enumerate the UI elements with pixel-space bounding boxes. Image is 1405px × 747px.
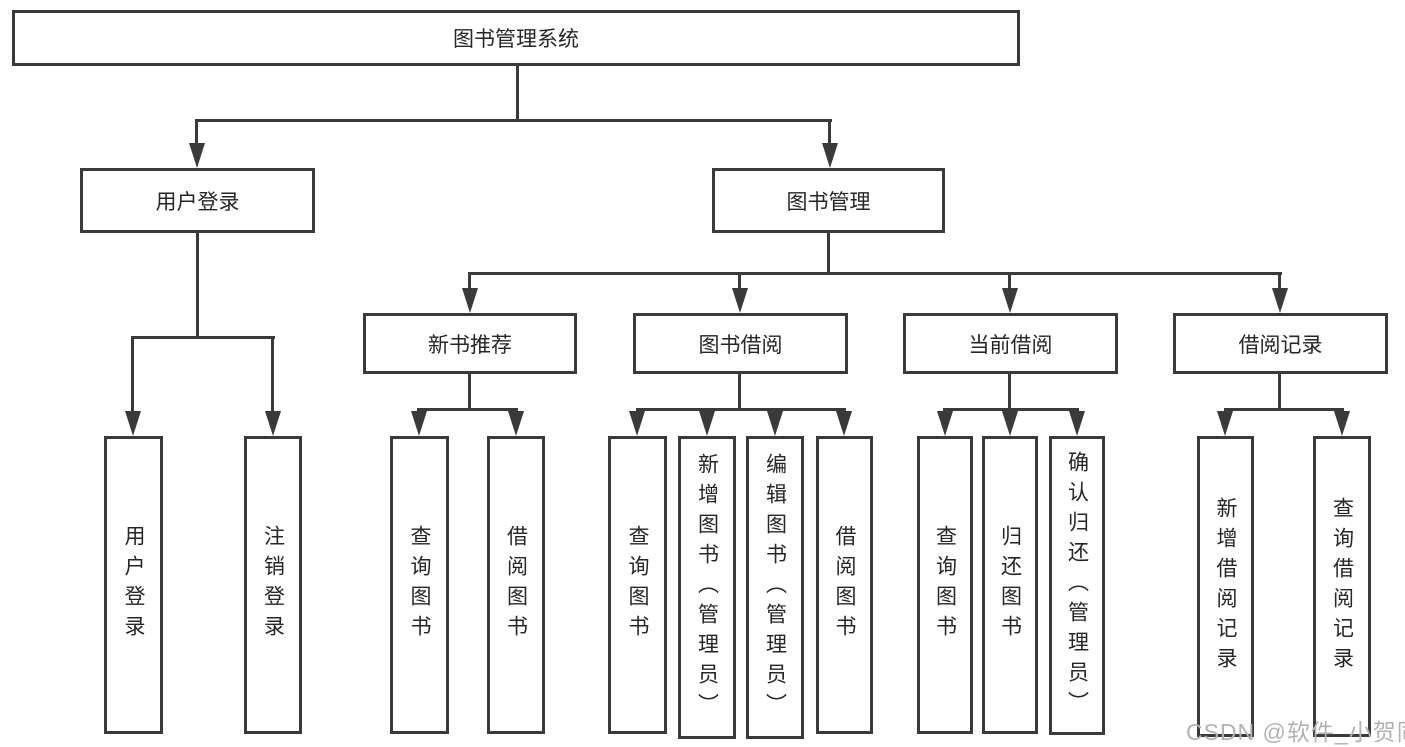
arrow-down-icon (189, 143, 205, 168)
connector-line (468, 272, 471, 290)
connector-line (468, 272, 1282, 275)
leaf-query-books-recommend: 查询图书 (390, 436, 449, 734)
node-book-borrowing-label: 图书借阅 (698, 333, 783, 357)
node-borrowing-records-label: 借阅记录 (1238, 333, 1323, 357)
node-current-borrowing: 当前借阅 (903, 313, 1118, 374)
connector-line (468, 374, 471, 410)
connector-line (1008, 272, 1011, 290)
arrow-down-icon (1002, 288, 1018, 313)
connector-line (1008, 374, 1011, 410)
node-user-login: 用户登录 (80, 168, 315, 233)
arrow-down-icon (629, 411, 645, 436)
arrow-down-icon (836, 411, 852, 436)
leaf-query-books-borrowing: 查询图书 (608, 436, 667, 734)
connector-line (1224, 408, 1344, 411)
leaf-confirm-return-admin: 确认归还（管理员） (1049, 436, 1105, 735)
connector-line (131, 336, 275, 339)
connector-line (195, 119, 198, 146)
arrow-down-icon (1217, 411, 1233, 436)
arrow-down-icon (265, 411, 281, 436)
node-book-management: 图书管理 (712, 168, 945, 233)
arrow-down-icon (822, 143, 838, 168)
connector-line (195, 119, 832, 122)
connector-line (196, 233, 199, 338)
leaf-query-books-current: 查询图书 (917, 436, 973, 734)
arrow-down-icon (1272, 288, 1288, 313)
arrow-down-icon (1002, 411, 1018, 436)
connector-line (828, 119, 831, 146)
arrow-down-icon (508, 411, 524, 436)
arrow-down-icon (937, 411, 953, 436)
node-book-management-label: 图书管理 (786, 190, 871, 214)
connector-line (1278, 374, 1281, 410)
arrow-down-icon (1069, 411, 1085, 436)
leaf-return-book: 归还图书 (982, 436, 1038, 734)
csdn-watermark: CSDN @软件_小贺同学 (1186, 719, 1405, 745)
arrow-down-icon (699, 411, 715, 436)
node-user-login-label: 用户登录 (155, 190, 240, 214)
node-root-label: 图书管理系统 (453, 28, 579, 51)
leaf-logout: 注销登录 (244, 436, 302, 734)
connector-line (738, 374, 741, 410)
connector-line (1278, 272, 1281, 290)
node-current-borrowing-label: 当前借阅 (968, 333, 1053, 357)
leaf-query-borrow-record: 查询借阅记录 (1313, 436, 1371, 737)
arrow-down-icon (411, 411, 427, 436)
leaf-add-borrow-record: 新增借阅记录 (1197, 436, 1254, 737)
connector-line (131, 336, 134, 413)
connector-line (636, 408, 846, 411)
connector-line (827, 233, 830, 274)
connector-line (738, 272, 741, 290)
node-book-borrowing: 图书借阅 (633, 313, 848, 374)
node-new-book-recommend: 新书推荐 (363, 313, 577, 374)
connector-line (417, 408, 518, 411)
leaf-add-book-admin: 新增图书（管理员） (678, 436, 736, 739)
node-root-system: 图书管理系统 (12, 10, 1020, 66)
arrow-down-icon (732, 288, 748, 313)
leaf-user-login: 用户登录 (104, 436, 163, 734)
node-new-book-recommend-label: 新书推荐 (428, 333, 512, 357)
arrow-down-icon (767, 411, 783, 436)
leaf-borrow-books: 借阅图书 (816, 436, 873, 734)
arrow-down-icon (462, 288, 478, 313)
leaf-borrow-books-recommend: 借阅图书 (487, 436, 545, 734)
arrow-down-icon (125, 411, 141, 436)
leaf-edit-book-admin: 编辑图书（管理员） (746, 436, 804, 739)
connector-line (271, 336, 274, 413)
arrow-down-icon (1334, 411, 1350, 436)
node-borrowing-records: 借阅记录 (1173, 313, 1388, 374)
connector-line (516, 66, 519, 121)
connector-line (943, 408, 1079, 411)
